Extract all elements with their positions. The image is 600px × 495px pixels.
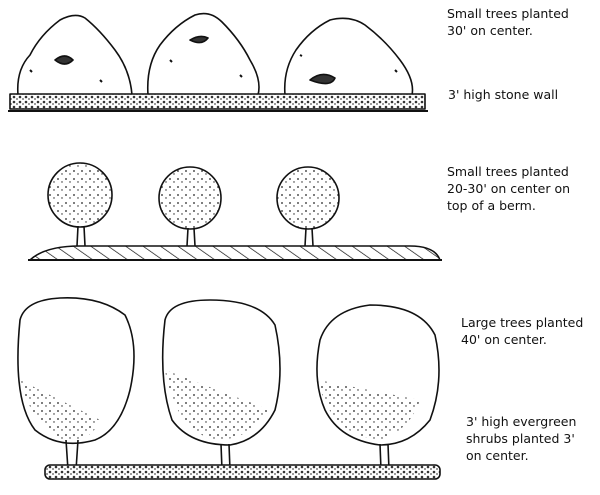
round-tree <box>47 162 113 247</box>
large-tree <box>17 297 135 471</box>
label-large-trees: Large trees planted 40' on center. <box>461 315 584 347</box>
row-2-trees <box>47 162 340 247</box>
label-stone-wall: 3' high stone wall <box>448 87 559 102</box>
row-3-trees <box>17 297 440 471</box>
label-small-trees-berm: Small trees planted 20-30' on center on … <box>447 164 571 213</box>
small-tree <box>283 17 414 96</box>
label-evergreen-shrubs: 3' high evergreen shrubs planted 3' on c… <box>466 414 577 463</box>
row-1-trees <box>16 12 414 96</box>
label-small-trees-30: Small trees planted 30' on center. <box>447 6 569 38</box>
round-tree <box>158 166 222 247</box>
round-tree <box>276 166 340 247</box>
small-tree <box>16 14 133 96</box>
evergreen-shrub-hedge <box>44 464 441 480</box>
large-tree <box>161 299 281 471</box>
large-tree <box>316 304 440 471</box>
berm <box>29 245 441 261</box>
stone-wall <box>9 93 426 110</box>
small-tree <box>146 12 260 96</box>
